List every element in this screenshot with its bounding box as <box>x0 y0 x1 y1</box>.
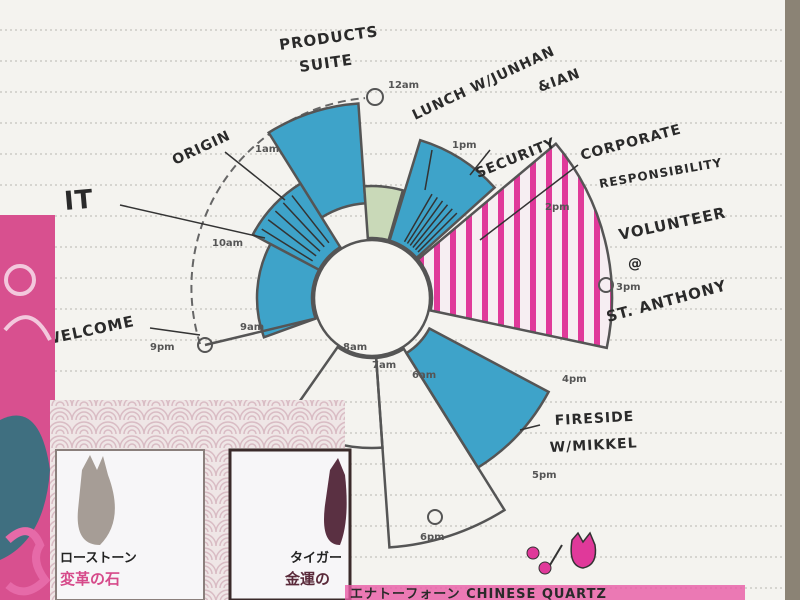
card-left-kana: ローストーン <box>60 551 137 566</box>
hatch-line <box>417 212 458 253</box>
marker-3pm <box>598 277 614 293</box>
inner-circle <box>312 238 432 358</box>
time-label-6pm: 6pm <box>420 532 445 543</box>
tiger-eye-figurine <box>324 458 347 545</box>
time-label-10am: 10am <box>212 238 243 249</box>
marker-9pm <box>197 337 213 353</box>
hatch-line <box>282 202 325 248</box>
hatch-line <box>406 196 438 244</box>
crystal-cards: ローストーン 変革の石 タイガー 金運の <box>50 400 352 600</box>
time-label-7am: 7am <box>372 360 396 371</box>
time-label-1am: 1am <box>255 144 279 155</box>
hatch-line <box>414 208 453 251</box>
wedge-empty-evening <box>374 347 507 549</box>
leader-line <box>479 164 579 241</box>
hatch-line <box>291 195 330 244</box>
time-label-1pm: 1pm <box>452 140 477 151</box>
time-label-6am: 6am <box>412 370 436 381</box>
page-edge <box>785 0 800 600</box>
card-right-kana: タイガー <box>290 551 342 566</box>
hatch-line <box>409 200 444 246</box>
highlighter-stroke <box>345 585 745 600</box>
wedge-security-corporate <box>387 138 497 260</box>
label-at: @ <box>628 256 643 272</box>
leader-line <box>224 151 286 201</box>
label-it: IT <box>63 185 95 217</box>
time-label-9am: 9am <box>240 322 264 333</box>
leader-line <box>424 149 433 191</box>
marker-6pm <box>427 509 443 525</box>
time-label-3pm: 3pm <box>616 282 641 293</box>
wedge-volunteer <box>416 141 614 350</box>
leader-line <box>469 149 491 176</box>
time-label-12am: 12am <box>388 80 419 91</box>
outer-dashed-arc <box>190 97 366 345</box>
time-label-8am: 8am <box>343 342 367 353</box>
wedge-lunch <box>362 184 405 242</box>
bottom-note: エナトーフォーン CHINESE QUARTZ <box>350 587 607 600</box>
hatch-line <box>261 228 314 262</box>
label-with-mikkel: W/MIKKEL <box>549 435 638 456</box>
leader-line <box>119 204 266 239</box>
hatch-line <box>412 204 449 248</box>
card-left-kanji: 変革の石 <box>60 570 120 588</box>
cat-doodle <box>526 531 597 575</box>
hatch-line <box>267 219 317 257</box>
time-label-9pm: 9pm <box>150 342 175 353</box>
wedge-products-suite <box>266 102 367 220</box>
arm-9pm <box>204 317 316 347</box>
hatch-line <box>274 210 321 252</box>
hatch-line <box>403 193 433 243</box>
time-label-4pm: 4pm <box>562 374 587 385</box>
marker-12am <box>366 88 384 106</box>
wedge-fireside <box>404 326 551 470</box>
leader-line <box>149 327 201 336</box>
time-label-2pm: 2pm <box>545 202 570 213</box>
time-label-5pm: 5pm <box>532 470 557 481</box>
rose-quartz-figurine <box>77 455 115 545</box>
wedge-origin-it <box>251 181 342 272</box>
fabric-pouch <box>0 215 55 600</box>
card-right-kanji: 金運の <box>284 570 330 588</box>
leader-line <box>519 424 541 431</box>
fabric-numeral-shape <box>5 527 51 596</box>
wedge-morning <box>255 242 321 339</box>
label-fireside: FIRESIDE <box>554 409 634 429</box>
